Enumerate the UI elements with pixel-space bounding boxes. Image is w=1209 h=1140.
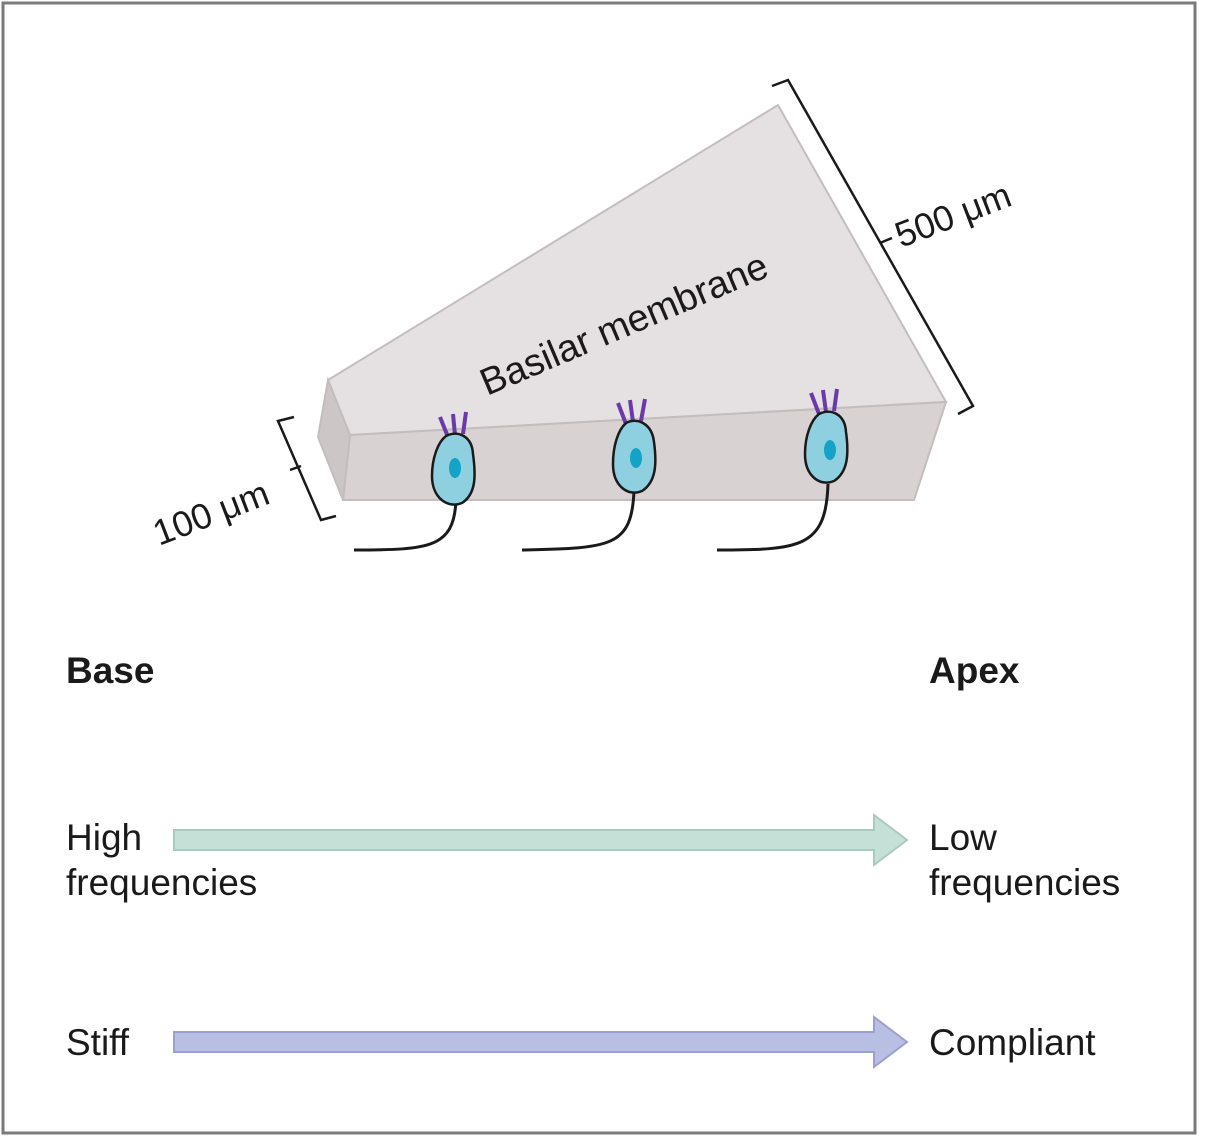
apex-label: Apex [929, 650, 1020, 691]
frequency-gradient-row: High frequencies Low frequencies [66, 812, 1120, 903]
low-frequencies-label-line1: Low [929, 817, 997, 858]
hair-cell-base [353, 411, 476, 552]
compliant-label: Compliant [929, 1022, 1096, 1063]
stiffness-arrow [173, 1014, 909, 1070]
stereocilia [461, 411, 468, 435]
apex-width-bracket [771, 78, 975, 416]
base-width-bracket [276, 415, 337, 522]
hair-cell-middle [521, 398, 657, 552]
frequency-arrow [173, 812, 909, 868]
stiffness-gradient-row: Stiff Compliant [66, 1014, 1096, 1070]
stereocilia [451, 413, 457, 436]
nerve-fiber [716, 483, 830, 552]
hair-cell-apex [716, 388, 849, 552]
stereocilia [821, 389, 828, 413]
hair-cell-nucleus [824, 440, 836, 460]
nerve-fiber [521, 489, 636, 552]
high-frequencies-label-line2: frequencies [66, 862, 257, 903]
stiff-label: Stiff [66, 1022, 130, 1063]
stereocilia [438, 416, 450, 438]
base-label: Base [66, 650, 154, 691]
stereocilia [639, 398, 647, 422]
stereocilia [628, 399, 635, 423]
hair-cell-nucleus [449, 458, 461, 478]
stereocilia [616, 402, 628, 425]
nerve-fiber [353, 499, 458, 552]
low-frequencies-label-line2: frequencies [929, 862, 1120, 903]
hair-cell-nucleus [630, 448, 642, 468]
high-frequencies-label-line1: High [66, 817, 142, 858]
membrane-end-face [316, 376, 352, 501]
stereocilia [832, 388, 839, 412]
stereocilia [809, 392, 821, 415]
